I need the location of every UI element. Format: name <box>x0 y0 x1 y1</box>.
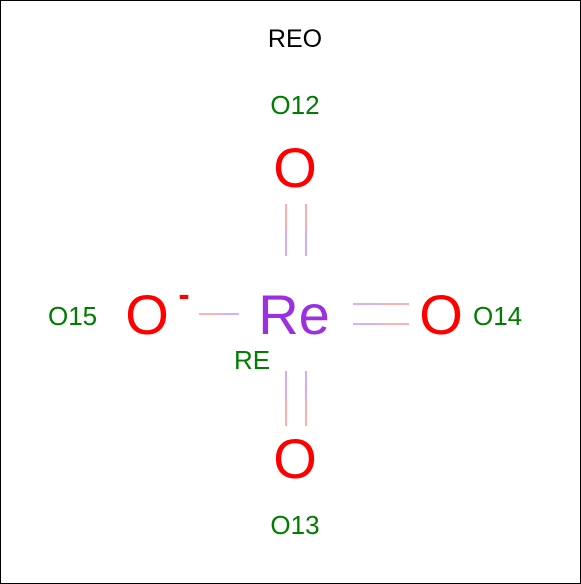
bond-re-o13 <box>285 371 307 426</box>
atom-o13-symbol: O <box>273 427 317 490</box>
atom-o13-label: O13 <box>270 510 319 540</box>
bond-re-o12 <box>285 204 307 256</box>
atom-o14-symbol: O <box>419 283 463 346</box>
atom-o15-symbol: O <box>125 283 169 346</box>
atom-o12-symbol: O <box>273 136 317 199</box>
molecule-title: REO <box>268 25 322 53</box>
atom-o15-label: O15 <box>48 301 97 331</box>
bond-re-o14 <box>353 303 409 325</box>
atom-re-symbol: Re <box>258 283 330 346</box>
atom-o12-label: O12 <box>270 90 319 120</box>
atom-re-label: RE <box>234 345 270 375</box>
atom-o15-charge: - <box>178 276 189 314</box>
atom-o14-label: O14 <box>473 301 522 331</box>
